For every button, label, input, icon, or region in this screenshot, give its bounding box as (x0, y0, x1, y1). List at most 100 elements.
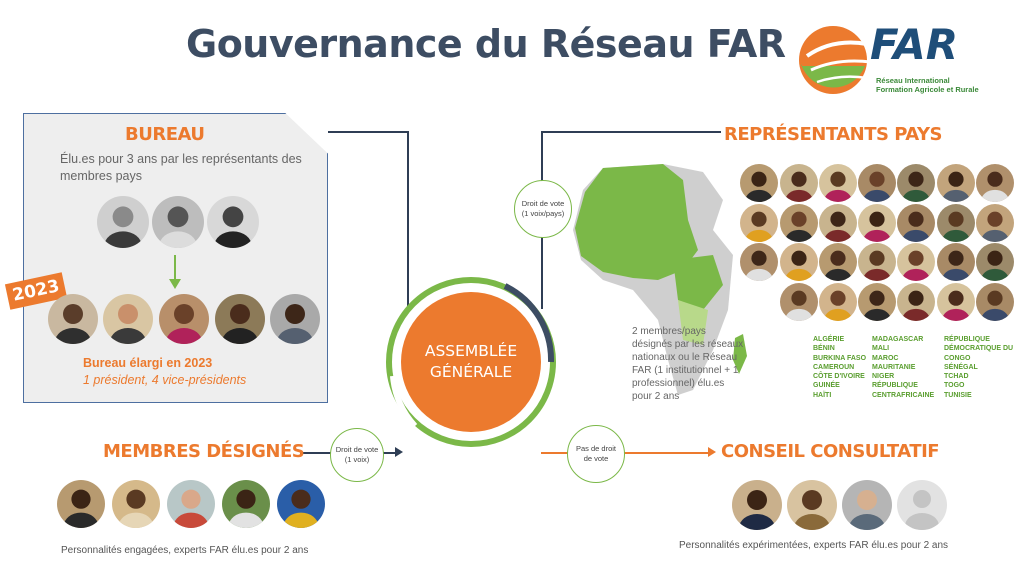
vote-label-conseil: Pas de droit de vote (575, 444, 617, 463)
vote-circle-pays: Droit de vote (1 voix/pays) (514, 180, 572, 238)
bureau-avatar-5 (103, 294, 153, 344)
country-item: NIGER (872, 373, 895, 381)
representant-avatar (740, 204, 778, 242)
membres-title: MEMBRES DÉSIGNÉS (103, 441, 305, 462)
representant-avatar (976, 164, 1014, 202)
representant-avatar (897, 283, 935, 321)
representant-avatar (937, 164, 975, 202)
country-item: CAMEROUN (813, 363, 855, 371)
country-item: MAURITANIE (872, 363, 916, 371)
representant-avatar (740, 243, 778, 281)
bureau-avatar-3 (207, 196, 259, 248)
connector-arrow-conseil (708, 447, 716, 457)
conseil-title: CONSEIL CONSULTATIF (721, 441, 940, 462)
bureau-avatar-1 (97, 196, 149, 248)
connector-rep-h (541, 131, 721, 133)
bureau-enlarged-title: Bureau élargi en 2023 (83, 356, 213, 370)
country-item: GUINÉE (813, 382, 840, 390)
country-item: RÉPUBLIQUE (872, 382, 918, 390)
conseil-avatar-3 (842, 480, 892, 530)
bureau-title: BUREAU (125, 124, 205, 145)
user-placeholder-icon (897, 480, 947, 530)
africa-map (573, 164, 747, 395)
country-list-3: RÉPUBLIQUE DÉMOCRATIQUE DU CONGO SÉNÉGAL… (944, 335, 1013, 400)
logo-name: FAR (870, 20, 959, 69)
country-item: DÉMOCRATIQUE DU (944, 345, 1014, 353)
representant-avatar (858, 283, 896, 321)
representant-avatar (976, 243, 1014, 281)
country-item: CONGO (944, 354, 971, 362)
country-item: TCHAD (944, 373, 969, 381)
representant-avatar (858, 164, 896, 202)
representant-avatar (937, 243, 975, 281)
representant-avatar (780, 283, 818, 321)
connector-conseil (541, 452, 711, 454)
representant-avatar (858, 243, 896, 281)
representant-avatar (976, 204, 1014, 242)
representant-avatar (858, 204, 896, 242)
country-item: MALI (872, 345, 890, 353)
country-item: HAÏTI (813, 391, 832, 399)
representant-avatar (740, 164, 778, 202)
connector-bureau-v (407, 131, 409, 307)
assemblee-line-1: ASSEMBLÉE (424, 342, 518, 360)
country-item: CÔTE D'IVOIRE (813, 373, 865, 381)
country-list-2: MADAGASCAR MALI MAROC MAURITANIE NIGER R… (872, 335, 934, 400)
representant-avatar (780, 204, 818, 242)
representant-avatar (819, 204, 857, 242)
country-item: BÉNIN (813, 345, 835, 353)
representant-avatar (897, 243, 935, 281)
bureau-avatar-8 (270, 294, 320, 344)
country-list-1: ALGÉRIE BÉNIN BURKINA FASO CAMEROUN CÔTE… (813, 335, 866, 400)
country-item: TUNISIE (944, 391, 972, 399)
far-logo-emblem (799, 26, 872, 94)
connector-bureau-h (328, 131, 408, 133)
membre-avatar-3 (167, 480, 215, 528)
representant-avatar (819, 243, 857, 281)
bureau-avatar-4 (48, 294, 98, 344)
bureau-avatar-2 (152, 196, 204, 248)
conseil-avatar-1 (732, 480, 782, 530)
representant-avatar (780, 164, 818, 202)
representant-avatar (937, 283, 975, 321)
arrow-down-icon (169, 255, 181, 289)
vote-label-pays: Droit de vote (1 voix/pays) (521, 199, 565, 218)
country-item: ALGÉRIE (813, 336, 845, 343)
representant-avatar (780, 243, 818, 281)
representants-description: 2 membres/pays désignés par les réseaux … (632, 326, 744, 402)
vote-circle-conseil: Pas de droit de vote (567, 425, 625, 483)
vote-circle-membres: Droit de vote (1 voix) (330, 428, 384, 482)
representant-avatar (897, 204, 935, 242)
representant-avatar (819, 283, 857, 321)
membre-avatar-1 (57, 480, 105, 528)
assemblee-label: ASSEMBLÉE GÉNÉRALE (405, 341, 537, 383)
conseil-caption: Personnalités expérimentées, experts FAR… (679, 540, 949, 551)
membre-avatar-5 (277, 480, 325, 528)
conseil-avatar-2 (787, 480, 837, 530)
page-title: Gouvernance du Réseau FAR (186, 22, 786, 66)
bureau-enlarged-detail: 1 président, 4 vice-présidents (83, 373, 247, 387)
representant-avatar (976, 283, 1014, 321)
representant-avatar (937, 204, 975, 242)
country-item: TOGO (944, 382, 965, 390)
conseil-avatar-placeholder (897, 480, 947, 530)
vote-label-membres: Droit de vote (1 voix) (335, 445, 379, 464)
country-item: BURKINA FASO (813, 354, 867, 362)
representants-title: REPRÉSENTANTS PAYS (724, 124, 942, 145)
membre-avatar-2 (112, 480, 160, 528)
country-item: MAROC (872, 354, 899, 362)
bureau-description: Élu.es pour 3 ans par les représentants … (60, 152, 302, 183)
connector-arrow-membres (395, 447, 403, 457)
assemblee-circle (386, 277, 556, 447)
representant-avatar (819, 164, 857, 202)
assemblee-line-2: GÉNÉRALE (429, 363, 513, 381)
country-item: RÉPUBLIQUE (944, 336, 990, 343)
bureau-avatar-6 (159, 294, 209, 344)
membre-avatar-4 (222, 480, 270, 528)
bureau-avatar-7 (215, 294, 265, 344)
representant-avatar (897, 164, 935, 202)
membres-caption: Personnalités engagées, experts FAR élu.… (61, 545, 309, 556)
country-item: SÉNÉGAL (944, 363, 978, 371)
logo-subtitle: Réseau International Formation Agricole … (876, 76, 979, 94)
country-item: MADAGASCAR (872, 336, 924, 343)
